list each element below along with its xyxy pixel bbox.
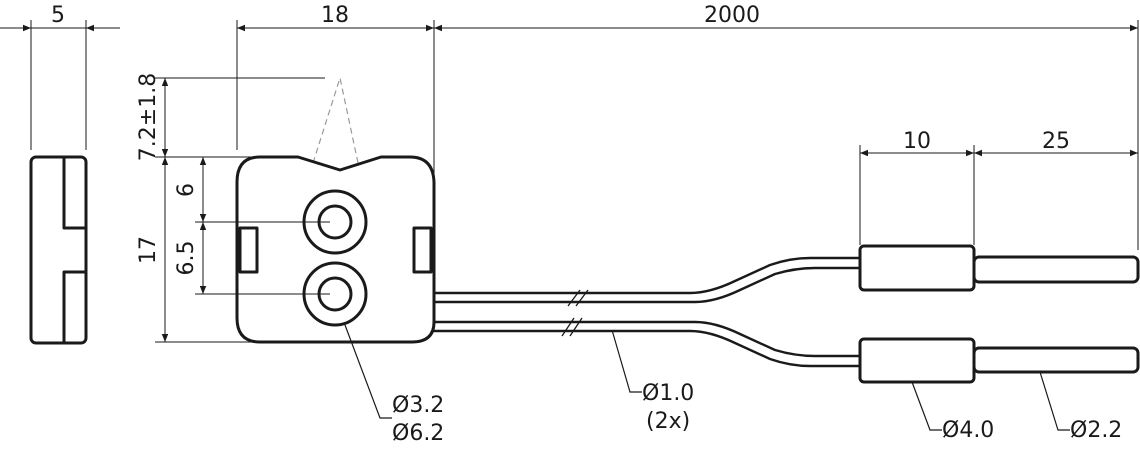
tab-ghost-outline	[312, 75, 359, 164]
extension-lines	[30, 20, 1139, 343]
right-latch	[412, 226, 433, 274]
left-latch	[238, 226, 259, 274]
dim-label-sleeve-length: 10	[903, 129, 931, 154]
dimension-lines	[0, 24, 1138, 342]
callout-hole-small: Ø3.2	[392, 393, 444, 418]
lower-sleeve	[858, 337, 976, 384]
lower-break-mark	[561, 317, 583, 337]
callout-wire-diameter: Ø1.0	[642, 381, 694, 406]
dim-label-tab-height: 7.2±1.8	[136, 73, 161, 161]
dim-label-tip-length: 25	[1042, 129, 1070, 154]
cable-assembly	[432, 244, 1140, 384]
lower-tip	[972, 346, 1140, 374]
callout-wire-count: (2x)	[646, 409, 690, 434]
upper-wire-inner	[432, 266, 862, 304]
side-view-notch-top	[62, 158, 86, 230]
connector-front-view	[235, 75, 436, 344]
dim-label-cable-length: 2000	[704, 3, 760, 28]
callout-hole-large: Ø6.2	[392, 421, 444, 446]
dim-label-body-height: 17	[136, 236, 161, 264]
dim-label-hole-offset: 6	[174, 183, 199, 197]
callout-tip-diameter: Ø2.2	[1070, 418, 1122, 443]
dim-label-hole-pitch: 6.5	[174, 241, 199, 276]
lower-wire-outer	[432, 329, 862, 368]
upper-wire-outer	[432, 256, 862, 295]
side-view-notch-bottom	[62, 270, 86, 342]
upper-tip	[972, 255, 1140, 284]
dim-label-body-width: 18	[321, 3, 349, 28]
upper-break-mark	[567, 289, 589, 307]
leader-lines	[344, 324, 1070, 431]
dim-label-side-width: 5	[51, 3, 65, 28]
lower-wire-inner	[432, 320, 862, 358]
side-view-body	[29, 155, 88, 345]
side-view	[29, 155, 88, 345]
callout-sleeve-diameter: Ø4.0	[942, 418, 994, 443]
upper-sleeve	[858, 244, 976, 292]
